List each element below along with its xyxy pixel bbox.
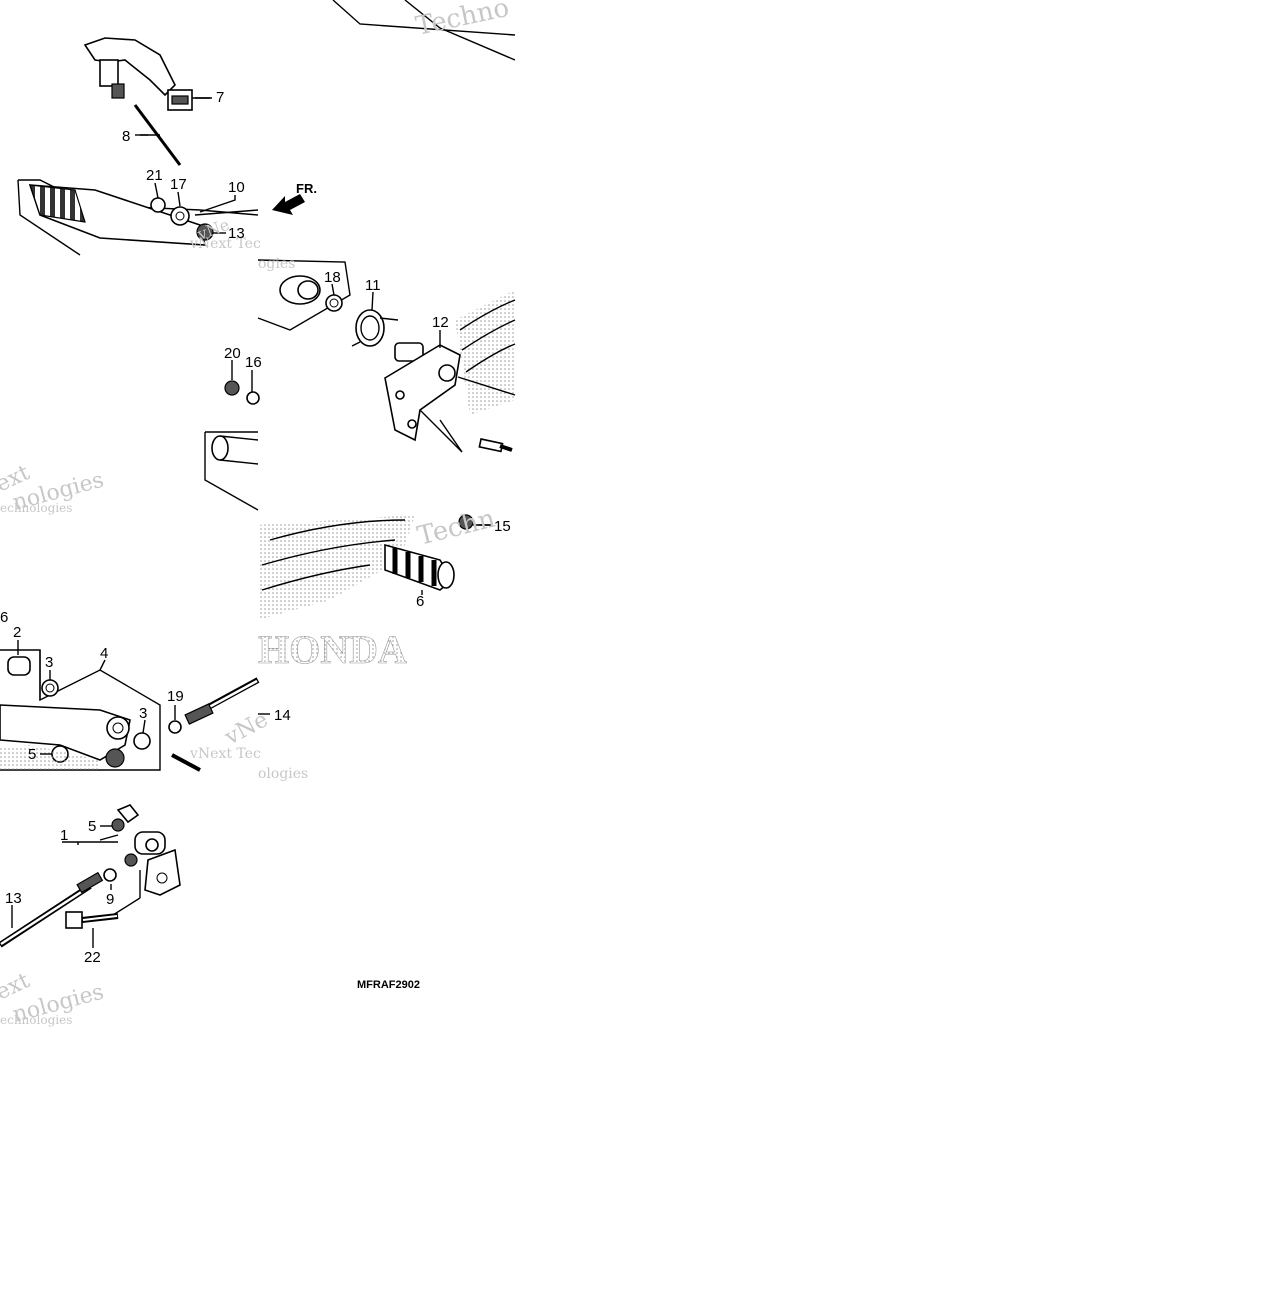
callout-6: 6 [416,593,424,610]
gearshift-pedal-upper [17,179,259,256]
brand-logo-text: HONDA [258,627,407,672]
tile-border-top [332,0,516,61]
return-spring [351,309,399,347]
shift-arm-assembly [0,649,161,771]
callout-1: 1 [60,827,68,844]
callout-20: 20 [224,345,241,362]
callout-5b: 5 [88,818,96,835]
callout-labels: 7 8 21 17 10 13 18 11 12 20 16 15 6 6 2 … [0,89,511,966]
leader-lines [11,97,492,948]
watermarks: Techno vNe vNext Tec ogies ext nologies … [0,0,512,1028]
lever-bracket-box [204,431,259,511]
switch-assembly [83,37,210,111]
svg-text:ogies: ogies [258,256,295,272]
front-direction-arrow [272,194,305,215]
callout-9: 9 [106,891,114,908]
callout-19: 19 [167,688,184,705]
callout-7: 7 [216,89,224,106]
mounting-bracket [384,342,516,453]
callout-2: 2 [13,624,21,641]
callout-5a: 5 [28,746,36,763]
front-direction-label: FR. [296,181,317,196]
callout-16: 16 [245,354,262,371]
joint-assembly [62,804,181,921]
svg-text:Techno: Techno [413,0,512,42]
svg-text:vNext Tec: vNext Tec [189,236,261,252]
rod-13 [0,871,104,948]
drawing-code: MFRAF2902 [357,979,420,991]
pivot-collar [257,259,351,331]
washer-16 [246,391,260,405]
svg-text:ologies: ologies [258,766,308,782]
callout-21: 21 [146,167,163,184]
brand-wing-watermark-top [455,290,516,415]
pedal-rubber [384,543,455,591]
svg-text:Techn: Techn [414,504,498,552]
brand-logo-watermark: HONDA [258,515,415,672]
callout-3b: 3 [139,705,147,722]
callout-4: 4 [100,645,108,662]
callout-13b: 13 [5,890,22,907]
tie-rod [168,677,260,772]
callout-3a: 3 [45,654,53,671]
callout-10: 10 [228,179,245,196]
svg-text:vNext Tec: vNext Tec [189,746,261,762]
callout-15: 15 [494,518,511,535]
callout-8: 8 [122,128,130,145]
callout-22: 22 [84,949,101,966]
callout-12: 12 [432,314,449,331]
callout-13: 13 [228,225,245,242]
bolt-22 [65,911,119,929]
callout-11: 11 [365,277,381,294]
callout-6-edge: 6 [0,609,8,626]
svg-text:echnologies: echnologies [0,501,72,515]
svg-text:echnologies: echnologies [0,1013,72,1027]
callout-14: 14 [274,707,291,724]
callout-17: 17 [170,176,187,193]
nut-20 [224,380,240,396]
callout-18: 18 [324,269,341,286]
